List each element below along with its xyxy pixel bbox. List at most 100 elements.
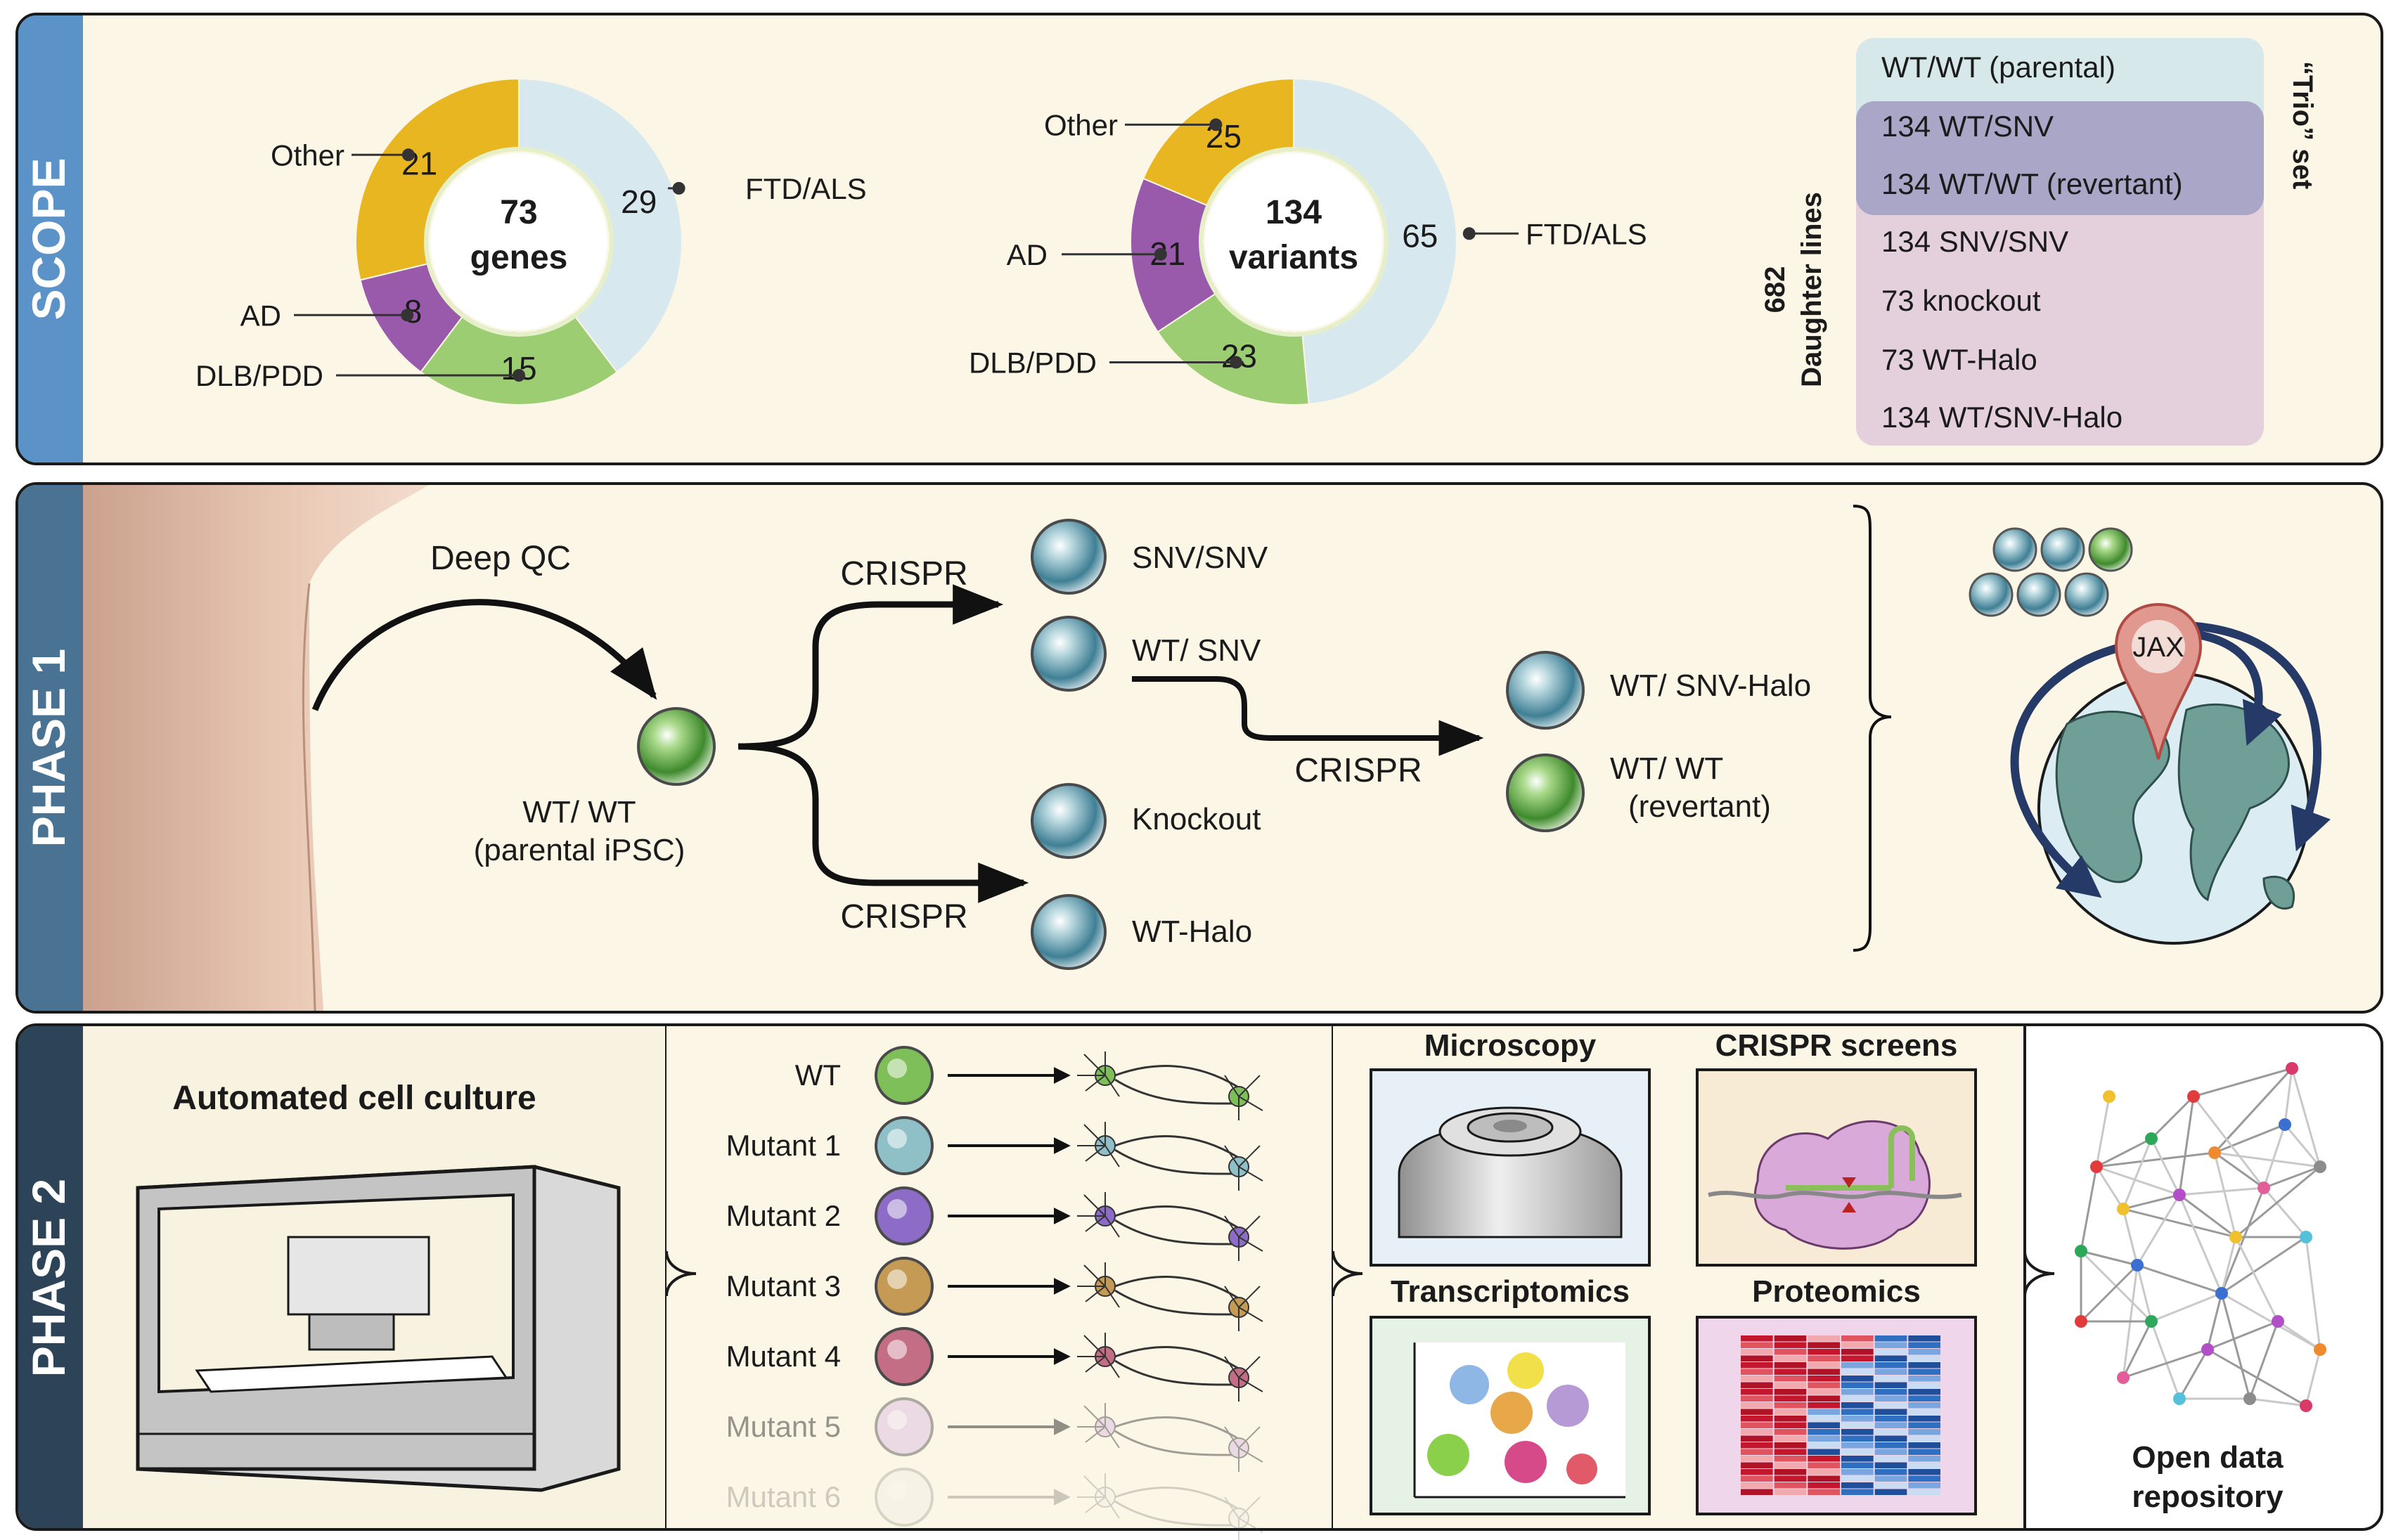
parental-line2: (parental iPSC) (474, 833, 685, 867)
wt-snv-halo-cell (1506, 651, 1585, 730)
crispr-top-arrow (738, 584, 1004, 750)
knockout-label: Knockout (1132, 802, 1261, 836)
neuron-pair-icon (1077, 1333, 1263, 1402)
row-label: Mutant 4 (726, 1340, 841, 1373)
deep-qc-label: Deep QC (430, 540, 571, 577)
daughter-lines-label: Daughter lines (1796, 192, 1827, 387)
crispr-bottom-arrow (738, 743, 1029, 903)
neuron-pair-icon (1077, 1473, 1263, 1540)
neuron-pair-icon (1077, 1403, 1263, 1472)
trio-highlight (1856, 101, 2264, 215)
neuron-pair-icon (1077, 1052, 1263, 1120)
neuron-row: Mutant 6 (726, 1468, 1263, 1540)
phase1-band-label: PHASE 1 (22, 649, 75, 847)
phase1-band (18, 485, 83, 1011)
line-item: 73 WT-Halo (1881, 343, 2037, 376)
wt-snv-halo-label: WT/ SNV-Halo (1610, 668, 1811, 703)
neuron-row: WT (795, 1046, 1263, 1120)
human-torso-illustration (83, 485, 429, 1011)
knockout-cell (1031, 783, 1107, 859)
revertant-line1: WT/ WT (1610, 751, 1723, 786)
row-cell (875, 1116, 934, 1175)
donut-segment-dlbpdd (420, 312, 618, 406)
line-item: WT/WT (parental) (1881, 51, 2115, 84)
neurons-section (666, 1026, 1333, 1528)
variants-donut-center-label: variants (1229, 239, 1358, 276)
wt-halo-label: WT-Halo (1132, 914, 1252, 949)
line-item: 134 SNV/SNV (1881, 225, 2068, 258)
phase1-panel: PHASE 1 Deep QC WT/ WT (parental iPSC) C… (15, 482, 2383, 1014)
donut-segment-other (1142, 77, 1294, 208)
neuron-pair-icon (1077, 1262, 1263, 1331)
automated-culture-label: Automated cell culture (172, 1080, 536, 1117)
microscopy-label: Microscopy (1424, 1028, 1597, 1063)
genes-donut-center-label: genes (470, 239, 568, 276)
parental-ipsc-cell (637, 707, 716, 786)
row-label: Mutant 5 (726, 1410, 841, 1443)
phase2-panel: PHASE 2 Automated cell culture WTMutant … (15, 1023, 2383, 1540)
crispr-bottom-label: CRISPR (840, 898, 967, 936)
donut-label: AD (1007, 238, 1048, 271)
open-data-line2: repository (2132, 1480, 2284, 1514)
neuron-rows: WT Mutant 1 Mutant 2 Mutant 3 Mutant 4 Mutant… (726, 1046, 1263, 1540)
line-item: 134 WT/SNV-Halo (1881, 401, 2123, 434)
donut-label: FTD/ALS (745, 172, 867, 205)
line-item: 134 WT/SNV (1881, 110, 2054, 143)
wt-snv-cell (1031, 616, 1107, 692)
neuron-pair-icon (1077, 1192, 1263, 1261)
donut-segment-value: 65 (1402, 218, 1438, 254)
row-label: Mutant 2 (726, 1199, 841, 1232)
phase1-bracket (1853, 505, 1892, 952)
genes-donut-center-number: 73 (500, 194, 537, 231)
cell-line-vials (1969, 527, 2133, 617)
daughter-lines-number: 682 (1760, 266, 1791, 313)
donut-label: Other (271, 138, 344, 172)
crispr-top-label: CRISPR (840, 555, 967, 593)
transcriptomics-label: Transcriptomics (1391, 1274, 1630, 1309)
proteomics-label: Proteomics (1752, 1274, 1921, 1309)
donut-label: DLB/PDD (969, 346, 1097, 379)
row-cell (875, 1046, 934, 1105)
row-label: Mutant 6 (726, 1480, 841, 1513)
row-label: WT (795, 1059, 841, 1092)
row-cell (875, 1327, 934, 1386)
crispr-revert-arrow (1132, 676, 1484, 756)
row-cell (875, 1257, 934, 1316)
revertant-cell (1506, 753, 1585, 832)
neuron-row: Mutant 3 (726, 1257, 1263, 1331)
donut-label: DLB/PDD (195, 359, 323, 392)
donut-segment-other (355, 77, 520, 281)
network-graph-icon (2075, 1062, 2326, 1412)
neuron-pair-icon (1077, 1122, 1263, 1191)
row-cell (875, 1186, 934, 1245)
globe-distribution (2010, 602, 2331, 945)
scope-band (18, 15, 83, 462)
row-label: Mutant 3 (726, 1269, 841, 1302)
liquid-handler-robot (136, 1165, 621, 1492)
neuron-row: Mutant 5 (726, 1397, 1263, 1472)
cas9-complex-icon (1708, 1120, 1962, 1250)
row-label: Mutant 1 (726, 1129, 841, 1162)
open-data-line1: Open data (2132, 1440, 2284, 1475)
donut-label: Other (1044, 108, 1118, 141)
wt-snv-label: WT/ SNV (1132, 633, 1261, 668)
crispr-screens-label: CRISPR screens (1715, 1028, 1958, 1063)
donut-label: AD (240, 299, 281, 332)
snv-snv-cell (1031, 519, 1107, 595)
line-item: 134 WT/WT (revertant) (1881, 167, 2183, 200)
donut-label: FTD/ALS (1526, 217, 1647, 250)
heatmap-icon (1741, 1335, 1940, 1495)
neuron-row: Mutant 2 (726, 1186, 1263, 1261)
trio-set-label: “Trio” set (2287, 61, 2318, 189)
cluster-plot-icon (1413, 1342, 1625, 1499)
neuron-row: Mutant 4 (726, 1327, 1263, 1402)
deep-qc-arrow (311, 599, 657, 711)
phase2-band (18, 1026, 83, 1528)
jax-label: JAX (2132, 632, 2184, 663)
donut-segment-value: 29 (621, 183, 657, 220)
line-item: 73 knockout (1881, 284, 2041, 317)
